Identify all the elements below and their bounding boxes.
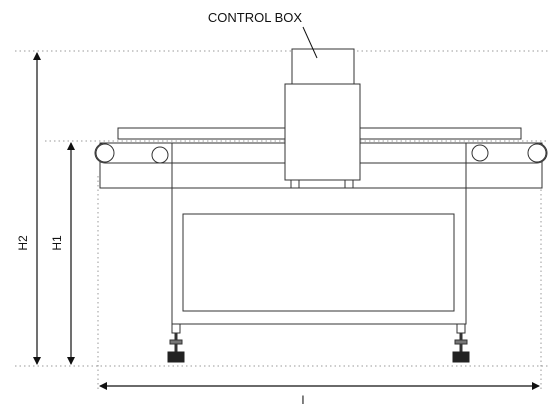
length-dimension: l [99,382,540,407]
detector-head [284,83,361,181]
right-leg [452,323,470,363]
left-inner-roller [151,146,169,164]
h2-dimension: H2 [16,52,41,365]
h1-dimension: H1 [50,142,75,365]
control-box-leader [302,26,318,59]
h2-label: H2 [16,235,30,251]
left-leg [167,323,185,363]
control-box [291,48,355,85]
control-box-label: CONTROL BOX [208,10,302,25]
left-outer-roller [95,143,115,163]
length-label: l [302,393,305,407]
front-panel [182,213,455,312]
detector-foot-left [290,179,300,189]
h1-label: H1 [50,235,64,251]
right-inner-roller [471,144,489,162]
right-outer-roller [527,143,547,163]
detector-foot-right [344,179,354,189]
machine-drawing [94,48,548,363]
